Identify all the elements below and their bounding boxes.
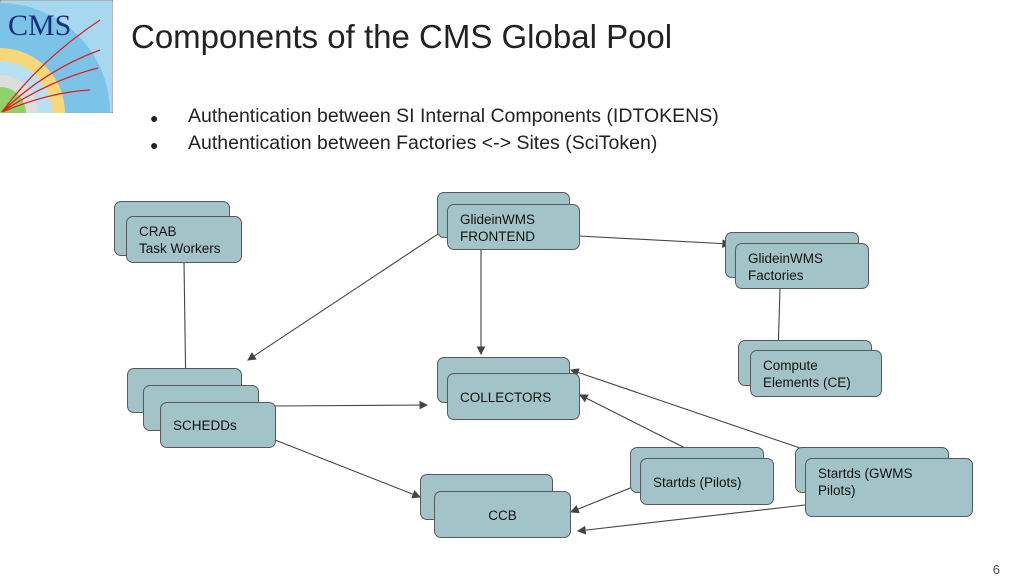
bullet-icon: ● <box>150 110 159 126</box>
factories-node: GlideinWMS Factories <box>735 243 869 289</box>
bullet-text: Authentication between SI Internal Compo… <box>188 105 719 127</box>
bullet-item: ● Authentication between SI Internal Comp… <box>150 105 719 132</box>
crab-task-workers-node: CRAB Task Workers <box>126 216 242 263</box>
bullet-text: Authentication between Factories <-> Sit… <box>188 132 658 154</box>
cms-logo: CMS <box>0 0 113 113</box>
bullet-list: ● Authentication between SI Internal Comp… <box>150 105 719 159</box>
collectors-node: COLLECTORS <box>447 373 580 420</box>
ccb-node: CCB <box>434 491 571 538</box>
svg-text:CMS: CMS <box>8 9 71 42</box>
frontend-node: GlideinWMS FRONTEND <box>447 204 580 250</box>
slide-title: Components of the CMS Global Pool <box>131 18 673 55</box>
startds-pilots-node: Startds (Pilots) <box>640 458 774 505</box>
schedds-node: SCHEDDs <box>160 402 276 448</box>
compute-elements-node: Compute Elements (CE) <box>750 350 882 397</box>
bullet-item: ● Authentication between Factories <-> Si… <box>150 132 719 159</box>
page-number: 6 <box>992 562 1000 577</box>
bullet-icon: ● <box>150 137 159 153</box>
startds-gwms-pilots-node: Startds (GWMS Pilots) <box>805 458 973 517</box>
